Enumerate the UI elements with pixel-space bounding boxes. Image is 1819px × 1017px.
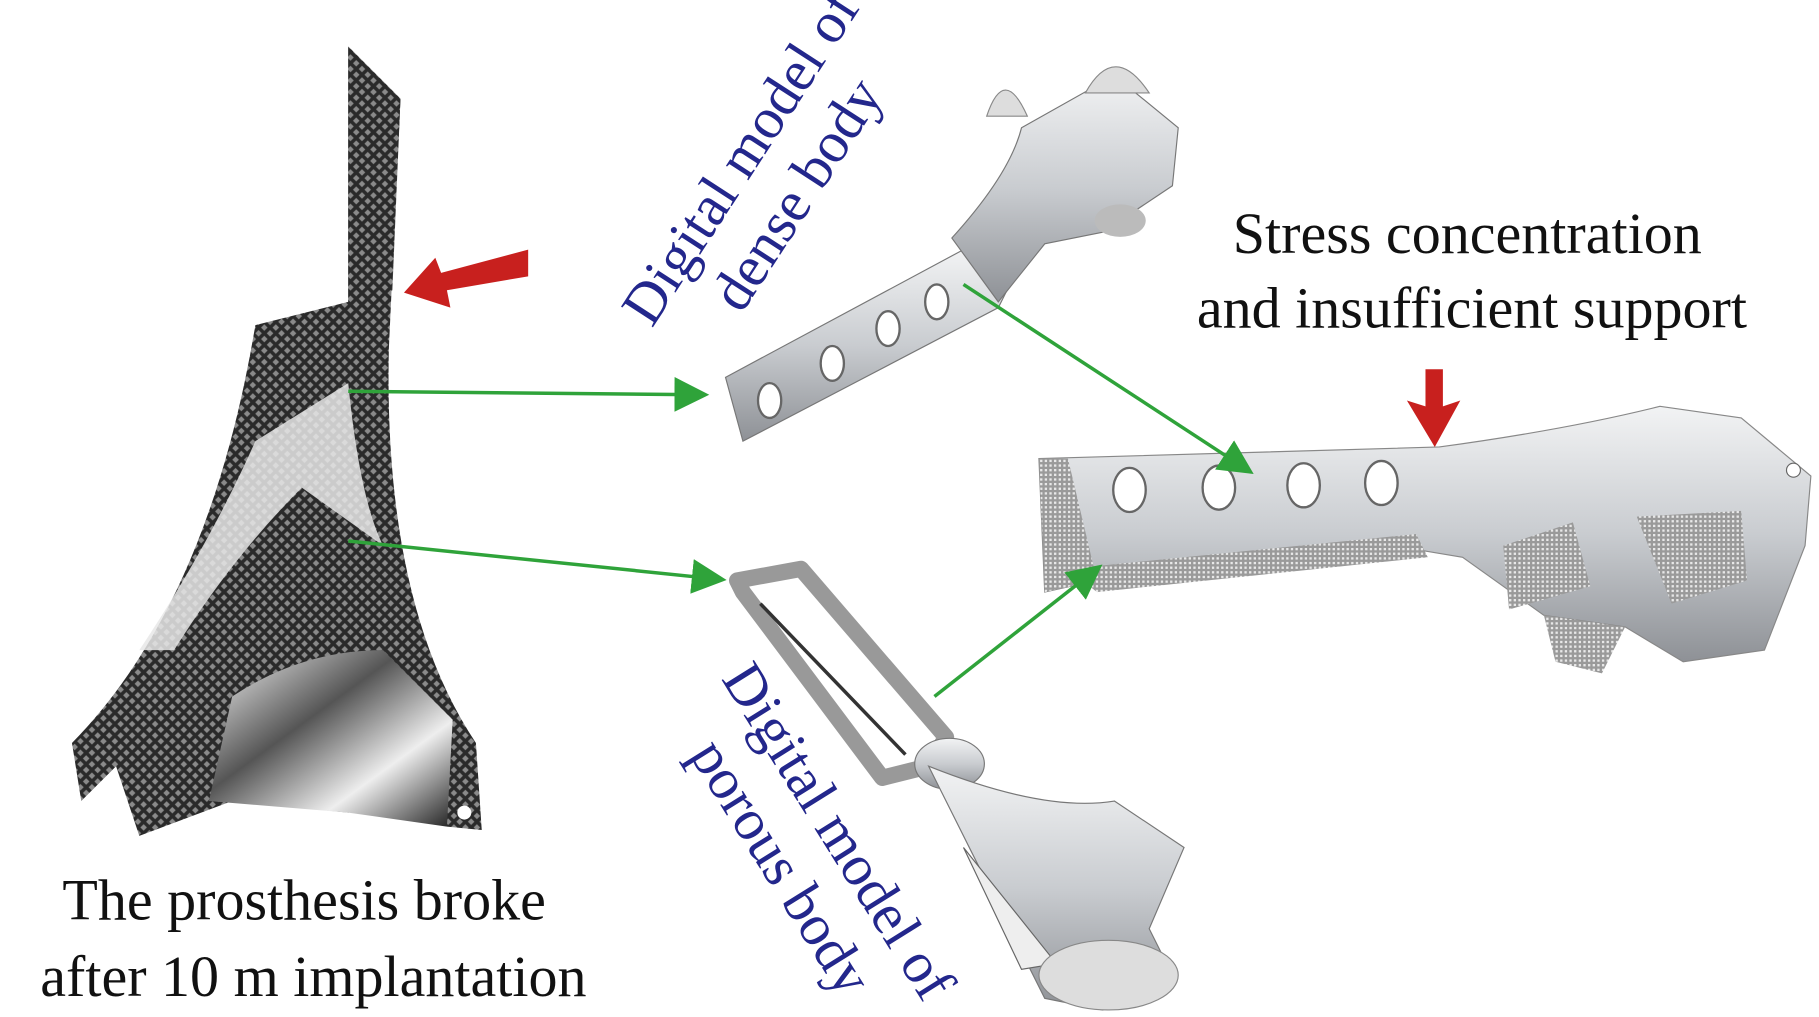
dense-body-model <box>724 66 1179 443</box>
green-arrow-to-dense <box>348 377 710 412</box>
porous-body-model <box>728 560 1185 1011</box>
stress-label-line1: Stress concentration <box>1233 201 1702 266</box>
broken-prosthesis-photo <box>71 46 482 836</box>
broken-label-line2: after 10 m implantation <box>40 944 586 1009</box>
broken-label: The prosthesis broke after 10 m implanta… <box>40 867 586 1009</box>
green-arrow-to-porous <box>348 539 727 594</box>
combined-model <box>1038 405 1812 674</box>
red-arrow-down <box>1406 369 1461 447</box>
broken-label-line1: The prosthesis broke <box>62 867 546 932</box>
green-arrow-porous-to-combined <box>933 564 1103 698</box>
red-arrow-left <box>403 249 529 308</box>
stress-label-line2: and insufficient support <box>1197 275 1747 340</box>
stress-label: Stress concentration and insufficient su… <box>1197 201 1747 340</box>
green-arrow-dense-to-combined <box>962 283 1254 475</box>
